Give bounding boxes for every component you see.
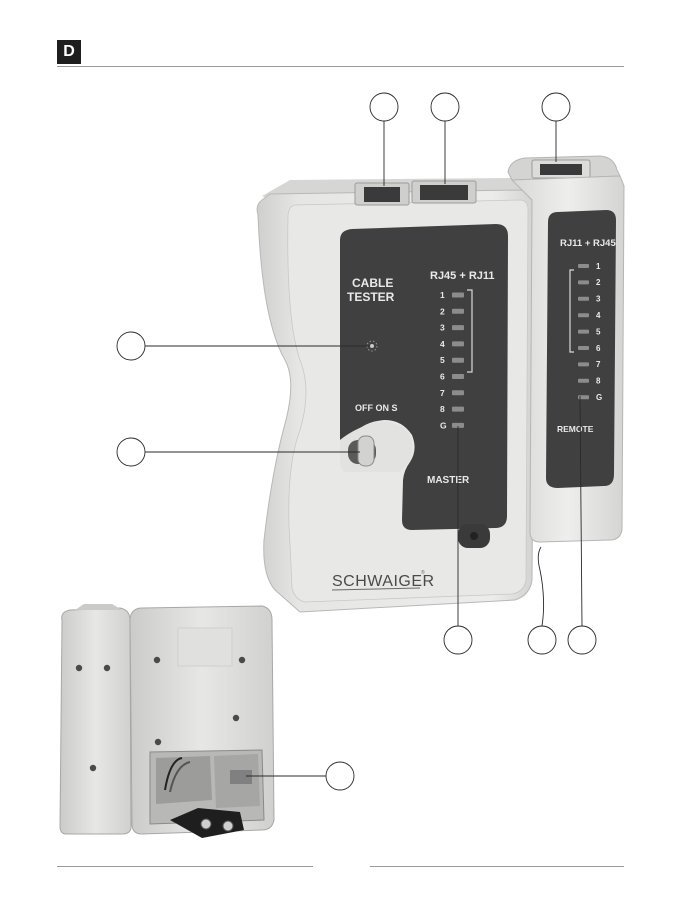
master-led-label: 7 (440, 388, 445, 398)
remote-led (578, 297, 589, 301)
master-led (452, 341, 464, 346)
master-led (452, 309, 464, 314)
master-led-label: 1 (440, 290, 445, 300)
master-led-label: 3 (440, 323, 445, 333)
master-led-label: 4 (440, 339, 445, 349)
remote-led (578, 362, 589, 366)
master-led-label: 6 (440, 371, 445, 381)
remote-led (578, 330, 589, 334)
remote-led-label: 4 (596, 311, 601, 320)
cable-tester-title-line1: CABLE (352, 276, 393, 290)
remote-led-label: 1 (596, 262, 601, 271)
remote-led-label: 7 (596, 360, 601, 369)
master-led-label: 8 (440, 404, 445, 414)
master-port-label: RJ45 + RJ11 (430, 270, 495, 282)
master-led-label: 5 (440, 355, 445, 365)
master-label: MASTER (427, 475, 470, 486)
remote-led (578, 313, 589, 317)
switch-label: OFF ON S (355, 403, 398, 413)
remote-led-label: 3 (596, 295, 601, 304)
remote-led (578, 264, 589, 268)
master-led (452, 358, 464, 363)
master-led (452, 325, 464, 330)
master-led-label: 2 (440, 306, 445, 316)
master-led (452, 293, 464, 298)
master-led (452, 374, 464, 379)
master-led-label: G (440, 420, 447, 430)
remote-led (578, 280, 589, 284)
back-view-photo (60, 604, 274, 838)
master-led (452, 407, 464, 412)
remote-led (578, 346, 589, 350)
remote-led-label: G (596, 393, 602, 402)
svg-text:®: ® (421, 569, 425, 576)
remote-led-label: 8 (596, 377, 601, 386)
remote-port-label: RJ11 + RJ45 (560, 238, 616, 249)
master-led (452, 390, 464, 395)
brand-logo: SCHWAIGER (332, 573, 435, 590)
remote-led-label: 6 (596, 344, 601, 353)
remote-label: REMOTE (557, 424, 594, 434)
master-led-column: 1 2 3 4 5 6 7 8G (440, 290, 464, 430)
remote-led (578, 379, 589, 383)
remote-led-label: 2 (596, 278, 601, 287)
cable-tester-title-line2: TESTER (347, 290, 395, 304)
master-unit: CABLE TESTER RJ45 + RJ11 OFF ON S MASTER… (257, 178, 535, 612)
remote-led-label: 5 (596, 327, 601, 336)
